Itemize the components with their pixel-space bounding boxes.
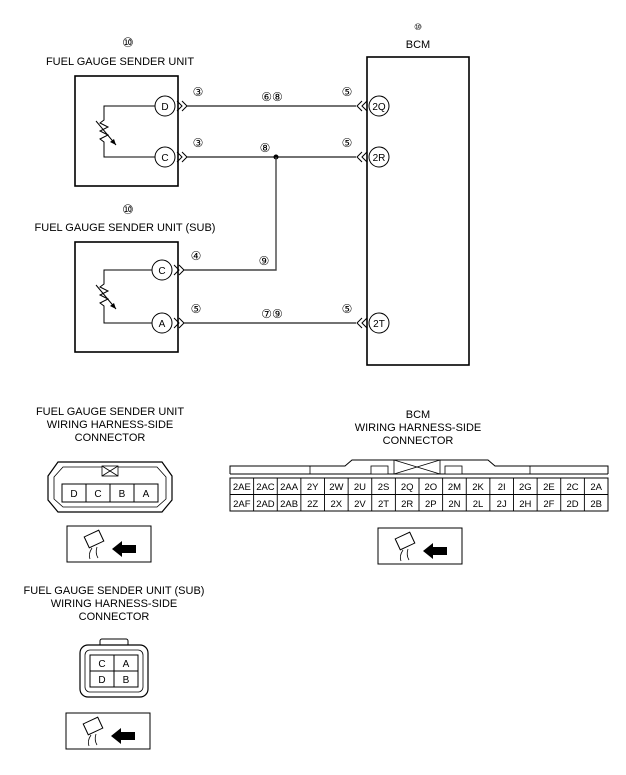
variable-resistor-icon	[95, 269, 152, 324]
svg-text:⑦⑨: ⑦⑨	[261, 307, 283, 321]
sender-main-pin-c: C	[154, 146, 176, 168]
svg-text:2R: 2R	[373, 153, 386, 164]
svg-text:③: ③	[193, 85, 204, 99]
conn-main-face: D C B A	[47, 461, 173, 513]
svg-text:⑥⑧: ⑥⑧	[261, 90, 283, 104]
bcm-connector-pin-label: 2AC	[256, 482, 275, 493]
svg-text:C: C	[161, 153, 168, 164]
bcm-connector-pin-label: 2X	[331, 499, 343, 510]
bcm-connector-pin-label: 2E	[543, 482, 555, 493]
bcm-pin-2q: 2Q	[368, 95, 390, 117]
svg-text:③: ③	[193, 136, 204, 150]
svg-text:D: D	[98, 675, 105, 686]
bcm-title: BCM	[406, 39, 430, 51]
bcm-connector-pin-label: 2L	[473, 499, 484, 510]
svg-text:⑤: ⑤	[342, 302, 353, 316]
bcm-pin-2r: 2R	[368, 146, 390, 168]
bcm-connector-pin-label: 2AB	[280, 499, 298, 510]
bcm-connector-pin-label: 2N	[448, 499, 460, 510]
conn-main-title-3: CONNECTOR	[75, 432, 146, 444]
connector-plug-icon	[65, 712, 151, 750]
bcm-connector-pin-label: 2A	[590, 482, 602, 493]
svg-text:C: C	[98, 659, 105, 670]
bcm-connector-pin-label: 2T	[378, 499, 389, 510]
sender-main-box	[74, 75, 179, 187]
svg-text:⑤: ⑤	[191, 302, 202, 316]
conn-sub-face: C A D B	[79, 638, 149, 698]
bcm-connector-pin-label: 2W	[329, 482, 343, 493]
svg-text:⑤: ⑤	[342, 85, 353, 99]
sender-main-pin-d: D	[154, 95, 176, 117]
svg-text:B: B	[123, 675, 130, 686]
conn-main-title-2: WIRING HARNESS-SIDE	[47, 419, 174, 431]
svg-text:⑨: ⑨	[259, 254, 270, 268]
bcm-connector-pin-label: 2C	[566, 482, 578, 493]
bcm-connector-pin-label: 2B	[590, 499, 602, 510]
svg-text:C: C	[158, 266, 165, 277]
svg-text:D: D	[161, 102, 168, 113]
bcm-connector-pin-label: 2O	[424, 482, 437, 493]
conn-sub-title-1: FUEL GAUGE SENDER UNIT (SUB)	[24, 585, 205, 597]
bcm-connector-pin-label: 2F	[543, 499, 554, 510]
bcm-connector-pin-label: 2AF	[233, 499, 251, 510]
bcm-circled-number: ⑩	[414, 22, 422, 32]
conn-bcm-title-1: BCM	[406, 409, 430, 421]
conn-sub-title-3: CONNECTOR	[79, 611, 150, 623]
bcm-connector-pin-label: 2Q	[401, 482, 414, 493]
variable-resistor-icon	[95, 105, 162, 158]
bcm-connector-pin-label: 2Y	[307, 482, 319, 493]
connector-plug-icon	[66, 525, 152, 563]
bcm-connector-pin-label: 2K	[472, 482, 484, 493]
svg-text:C: C	[94, 489, 101, 500]
sender-sub-circled-number: ⑩	[122, 202, 134, 217]
svg-text:⑧: ⑧	[260, 141, 271, 155]
sender-sub-title: FUEL GAUGE SENDER UNIT (SUB)	[35, 222, 216, 234]
bcm-connector-pin-label: 2Z	[307, 499, 318, 510]
wire-a-to-2t: ⑤ ⑦⑨ ⑤	[173, 302, 368, 329]
conn-bcm-title-3: CONNECTOR	[383, 435, 454, 447]
bcm-connector-pin-label: 2AD	[256, 499, 275, 510]
wire-d-to-2q: ③ ⑥⑧ ⑤	[176, 85, 368, 112]
bcm-pin-2t: 2T	[368, 312, 390, 334]
svg-text:⑤: ⑤	[342, 136, 353, 150]
connector-plug-icon	[377, 527, 463, 565]
svg-text:A: A	[159, 319, 166, 330]
svg-text:④: ④	[191, 249, 202, 263]
bcm-connector-pin-label: 2H	[519, 499, 531, 510]
bcm-connector-pin-label: 2I	[498, 482, 506, 493]
wire-c-to-2r: ③ ⑧ ⑤	[176, 136, 368, 163]
sender-main-title: FUEL GAUGE SENDER UNIT	[46, 56, 194, 68]
bcm-connector-pin-label: 2S	[378, 482, 390, 493]
wire-sub-c-splice: ④ ⑨	[173, 157, 277, 276]
sender-sub-pin-c: C	[151, 259, 173, 281]
svg-text:A: A	[143, 489, 150, 500]
bcm-connector-pin-label: 2AE	[233, 482, 251, 493]
bcm-connector-pin-label: 2U	[354, 482, 366, 493]
conn-sub-title-2: WIRING HARNESS-SIDE	[51, 598, 178, 610]
bcm-connector-pin-label: 2J	[497, 499, 507, 510]
sender-sub-pin-a: A	[151, 312, 173, 334]
bcm-connector-pin-label: 2P	[425, 499, 437, 510]
bcm-connector-pin-label: 2M	[448, 482, 461, 493]
svg-text:B: B	[119, 489, 126, 500]
svg-text:A: A	[123, 659, 130, 670]
bcm-connector-pin-label: 2V	[354, 499, 366, 510]
bcm-connector-pin-label: 2G	[519, 482, 532, 493]
conn-bcm-title-2: WIRING HARNESS-SIDE	[355, 422, 482, 434]
svg-text:2Q: 2Q	[372, 102, 386, 113]
svg-text:2T: 2T	[373, 319, 385, 330]
sender-main-circled-number: ⑩	[122, 35, 134, 50]
conn-bcm-face: 2AE 2AC 2AA 2Y 2W 2U 2S 2Q 2O 2M 2K 2I 2G 2E 2C 2A 2AF 2…	[229, 459, 609, 512]
bcm-connector-pin-label: 2R	[401, 499, 413, 510]
svg-text:D: D	[70, 489, 77, 500]
conn-main-title-1: FUEL GAUGE SENDER UNIT	[36, 406, 184, 418]
bcm-connector-pin-label: 2D	[566, 499, 578, 510]
bcm-connector-pin-label: 2AA	[280, 482, 299, 493]
sender-sub-box	[74, 241, 179, 353]
